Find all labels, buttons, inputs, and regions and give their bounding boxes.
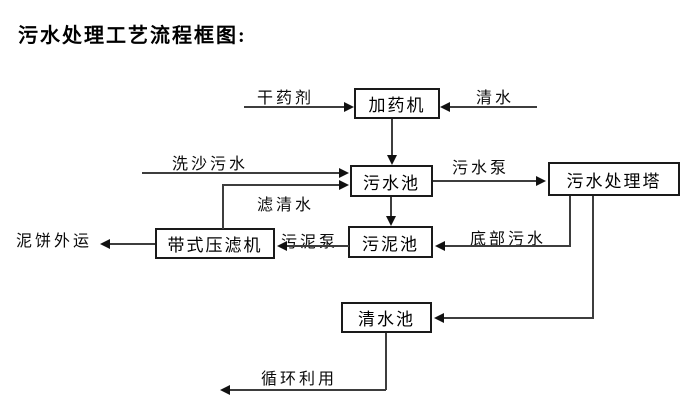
edge-mud-cake-line	[109, 243, 155, 245]
arrowhead-into-sludge-pool-right-icon	[435, 241, 445, 251]
edge-sewage-pump-line	[433, 180, 536, 182]
arrowhead-recycling-icon	[220, 385, 230, 395]
edge-bottom-sewage-horizontal-line	[444, 245, 571, 247]
edge-bottom-sewage-vertical-line	[569, 196, 571, 247]
label-recycling: 循环利用	[261, 371, 338, 388]
node-sewage-pool: 污水池	[350, 165, 433, 197]
edge-filtered-water-horizontal-line	[222, 184, 339, 186]
diagram-title: 污水处理工艺流程框图:	[18, 25, 247, 47]
arrowhead-into-sludge-pool-top-icon	[386, 216, 396, 226]
edge-sludge-pump-line	[286, 245, 349, 247]
edge-tower-to-clean-horizontal-line	[443, 317, 594, 319]
label-sludge-pump: 污泥泵	[281, 234, 339, 251]
arrowhead-sand-washing-icon	[339, 168, 349, 178]
edge-dosing-to-sewage-line	[391, 119, 393, 156]
label-sewage-pump: 污水泵	[452, 160, 510, 177]
label-bottom-sewage: 底部污水	[470, 231, 547, 248]
arrowhead-filtered-water-icon	[339, 180, 349, 190]
label-dry-agent: 干药剂	[257, 90, 315, 107]
edge-recycling-horizontal-line	[229, 389, 386, 391]
label-filtered-water: 滤清水	[257, 197, 315, 214]
node-dosing-machine: 加药机	[354, 88, 440, 119]
arrowhead-into-dosing-machine-left-icon	[344, 102, 354, 112]
arrowhead-into-belt-filter-press-icon	[277, 241, 287, 251]
node-treatment-tower: 污水处理塔	[548, 162, 680, 196]
edge-sewage-to-sludge-line	[390, 197, 392, 218]
edge-tower-to-clean-vertical-line	[592, 196, 594, 319]
edge-filtered-water-vertical-line	[222, 184, 224, 229]
edge-clean-water-line	[449, 106, 537, 108]
edge-sand-washing-line	[142, 172, 339, 174]
edge-recycling-vertical-line	[385, 333, 387, 390]
label-clean-water: 清水	[476, 90, 515, 107]
edge-dry-agent-line	[244, 106, 345, 108]
arrowhead-into-treatment-tower-icon	[536, 176, 546, 186]
arrowhead-into-sewage-pool-top-icon	[387, 155, 397, 165]
node-clean-water-pool: 清水池	[341, 302, 432, 333]
label-mud-cake-out: 泥饼外运	[16, 233, 93, 250]
arrowhead-mud-cake-out-icon	[100, 239, 110, 249]
arrowhead-into-clean-water-pool-icon	[434, 313, 444, 323]
node-belt-filter-press: 带式压滤机	[155, 228, 275, 259]
label-sand-washing-sewage: 洗沙污水	[172, 156, 249, 173]
arrowhead-into-dosing-machine-right-icon	[440, 102, 450, 112]
node-sludge-pool: 污泥池	[348, 226, 433, 258]
